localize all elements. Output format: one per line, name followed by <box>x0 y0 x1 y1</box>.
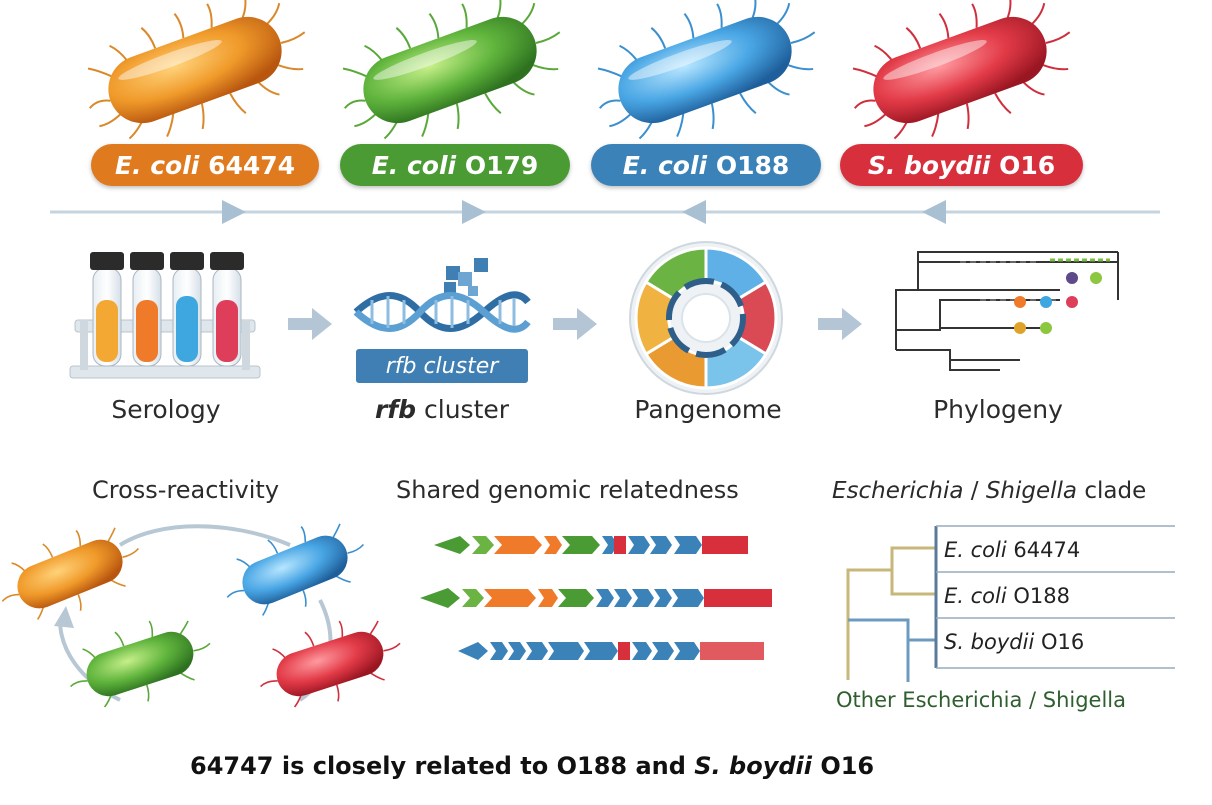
strain-species: E. coli <box>114 150 200 180</box>
bacterium-orange-small-icon <box>1 527 140 620</box>
strain-serotype: 64474 <box>208 150 296 180</box>
clade-suffix: clade <box>1077 478 1147 504</box>
tree-leaf-64474: E. coli 64474 <box>944 538 1080 562</box>
pangenome-ring-icon <box>629 241 783 395</box>
heading-cross-reactivity: Cross-reactivity <box>92 476 280 504</box>
strain-species: E. coli <box>622 150 708 180</box>
strain-pill-o188: E. coli O188 <box>591 144 821 186</box>
gene-track-3 <box>458 642 764 660</box>
strain-species: E. coli <box>371 150 457 180</box>
caption-text: 64747 is closely related to O188 and <box>190 752 695 780</box>
phylogeny-tree-icon <box>895 251 1119 371</box>
strain-serotype: O188 <box>715 150 790 180</box>
heading-shared-genomic-relatedness: Shared genomic relatedness <box>396 476 739 504</box>
bacterium-red-icon <box>852 0 1071 140</box>
bacterium-orange-icon <box>87 0 306 140</box>
dna-icon <box>353 258 531 333</box>
step-label-rfb: rfb cluster <box>312 395 572 424</box>
leaf-species: E. coli <box>944 538 1007 562</box>
leaf-species: S. boydii <box>944 630 1035 654</box>
leaf-serotype: O16 <box>1040 630 1085 654</box>
strain-serotype: O16 <box>999 150 1056 180</box>
test-tubes-icon <box>69 252 261 379</box>
clade-tree <box>846 525 1175 682</box>
strain-pill-64474: E. coli 64474 <box>91 144 319 186</box>
tree-leaf-o188: E. coli O188 <box>944 584 1070 608</box>
strain-pill-o179: E. coli O179 <box>340 144 570 186</box>
clade-genus-1: Escherichia <box>832 478 964 504</box>
clade-genus-2: Shigella <box>985 478 1078 504</box>
step-label-serology: Serology <box>111 395 221 424</box>
feedback-arrow-line <box>50 200 1160 224</box>
tree-leaf-o16: S. boydii O16 <box>944 630 1084 654</box>
gene-track-2 <box>420 588 772 608</box>
conclusion-caption: 64747 is closely related to O188 and S. … <box>190 752 874 780</box>
step-arrows <box>288 308 862 340</box>
step-label-rfb-em: rfb <box>374 395 417 424</box>
bacterium-green-small-icon <box>70 620 211 708</box>
caption-species: S. boydii <box>694 752 812 780</box>
bacterium-red-small-icon <box>260 620 401 708</box>
bacterium-blue-small-icon <box>226 523 365 616</box>
bacterium-green-icon <box>342 0 561 140</box>
heading-clade: Escherichia / Shigella clade <box>832 478 1146 504</box>
bacterium-blue-icon <box>597 0 816 140</box>
leaf-serotype: O188 <box>1013 584 1070 608</box>
leaf-serotype: 64474 <box>1013 538 1081 562</box>
strain-serotype: O179 <box>464 150 539 180</box>
gene-track-1 <box>434 536 748 554</box>
phylogeny-nodes <box>1014 272 1102 334</box>
step-label-phylogeny: Phylogeny <box>933 395 1063 424</box>
rfb-cluster-badge: rfb cluster <box>356 349 528 383</box>
step-label-pangenome: Pangenome <box>634 395 782 424</box>
leaf-species: E. coli <box>944 584 1007 608</box>
step-label-rfb-rest: cluster <box>416 395 510 424</box>
clade-separator: / <box>963 478 986 504</box>
strain-pill-o16: S. boydii O16 <box>840 144 1083 186</box>
strain-species: S. boydii <box>867 150 991 180</box>
tree-outgroup-label: Other Escherichia / Shigella <box>836 688 1127 712</box>
caption-serotype: O16 <box>811 752 875 780</box>
